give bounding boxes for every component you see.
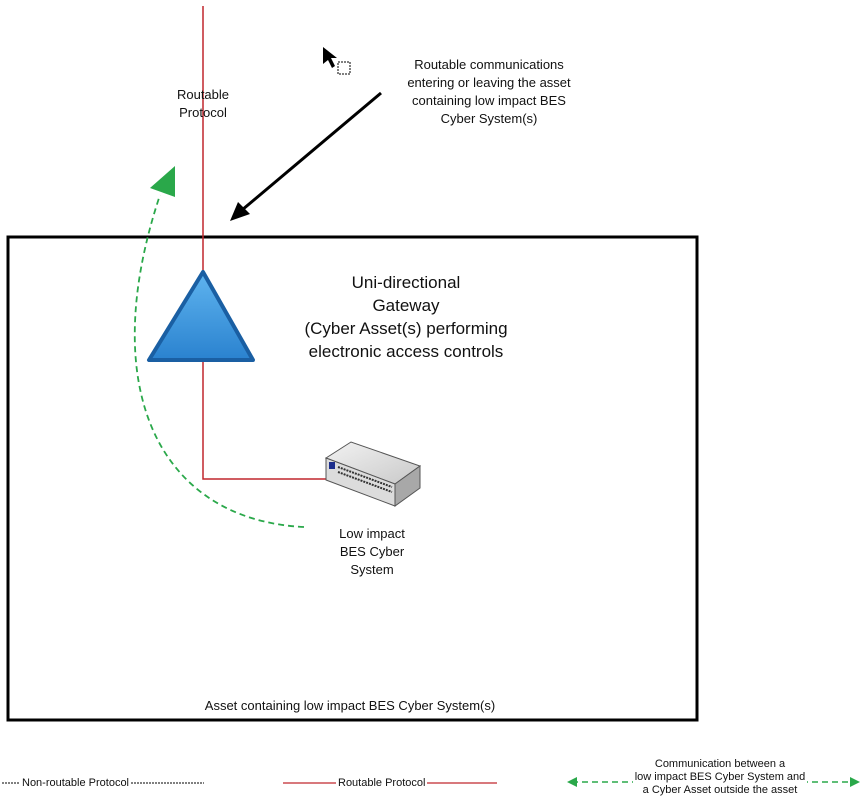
asset-box — [6, 235, 699, 722]
callout-arrowhead — [230, 202, 250, 221]
callout-line1: Routable communications — [414, 57, 564, 72]
legend-communication-line3: a Cyber Asset outside the asset — [642, 784, 798, 796]
legend-communication-label: Communication between a low impact BES C… — [608, 758, 832, 797]
gateway-label-line4: electronic access controls — [308, 342, 504, 361]
gateway-triangle-icon[interactable] — [147, 270, 255, 362]
communication-arrow — [133, 194, 305, 528]
callout-line3: containing low impact BES — [412, 93, 566, 108]
legend-communication-line2: low impact BES Cyber System and — [632, 771, 808, 784]
routable-line-to-device — [202, 360, 326, 480]
callout-arrow — [241, 91, 382, 212]
cursor-icon — [323, 47, 351, 75]
legend-communication-line1: Communication between a — [654, 758, 786, 770]
routable-protocol-label-line2: Protocol — [179, 105, 227, 120]
device-label-line2: BES Cyber — [339, 544, 405, 559]
legend-routable-label: Routable Protocol — [336, 775, 428, 791]
device-label-line1: Low impact — [339, 526, 405, 541]
asset-box-label: Asset containing low impact BES Cyber Sy… — [204, 698, 496, 713]
legend-non-routable-label: Non-routable Protocol — [20, 775, 132, 791]
callout-line4: Cyber System(s) — [440, 111, 538, 126]
routable-protocol-label-line1: Routable — [176, 87, 230, 102]
routable-communications-callout: Routable communications entering or leav… — [382, 56, 596, 128]
legend-communication-left-arrowhead — [567, 777, 577, 787]
legend-communication-right-arrowhead — [850, 777, 860, 787]
gateway-label: Uni-directional Gateway (Cyber Asset(s) … — [286, 271, 526, 363]
callout-line2: entering or leaving the asset — [407, 75, 571, 90]
gateway-label-line1: Uni-directional — [351, 273, 461, 292]
communication-arrowhead — [150, 166, 175, 197]
gateway-label-line2: Gateway — [372, 296, 440, 315]
device-label: Low impact BES Cyber System — [322, 525, 422, 579]
device-switch-icon[interactable] — [324, 441, 422, 507]
routable-protocol-label: Routable Protocol — [165, 86, 241, 122]
device-label-line3: System — [350, 562, 394, 577]
gateway-label-line3: (Cyber Asset(s) performing — [304, 319, 508, 338]
